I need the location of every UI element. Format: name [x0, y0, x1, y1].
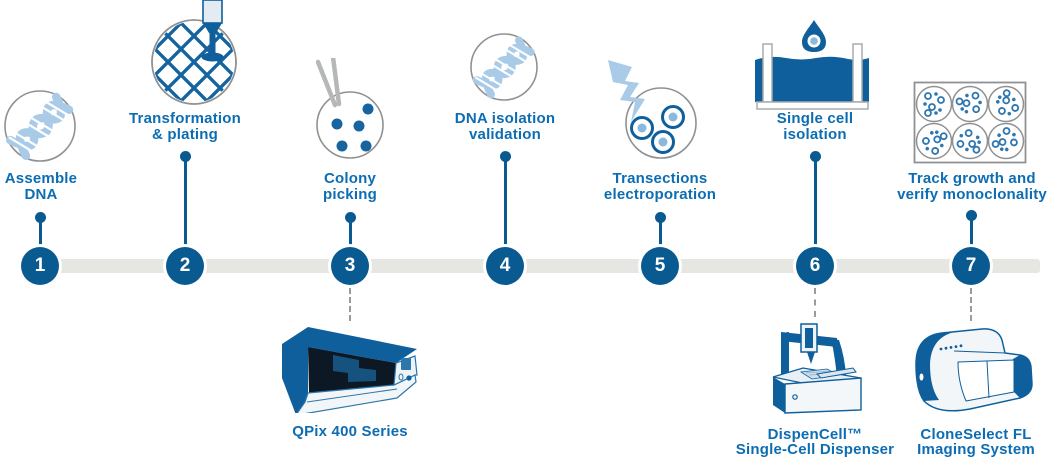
- stem-dot: [34, 212, 46, 223]
- petri-dish-plating-icon: [151, 0, 237, 105]
- stem-dot: [654, 212, 666, 223]
- step-number-badge: 6: [796, 247, 834, 285]
- step-number-badge: 7: [952, 247, 990, 285]
- stem-dot: [965, 210, 977, 221]
- step-label: Colony picking: [323, 170, 377, 203]
- step-label: Transections electroporation: [603, 170, 717, 203]
- step-number-badge: 1: [21, 247, 59, 285]
- step-number-badge: 4: [486, 247, 524, 285]
- stem-line: [348, 218, 352, 266]
- timeline-bar: [40, 259, 1040, 273]
- stem-line: [503, 157, 507, 266]
- dna-helix-icon: [2, 88, 78, 164]
- step-number-badge: 5: [641, 247, 679, 285]
- step-label: Track growth and verify monoclonality: [897, 170, 1047, 203]
- stem-dot: [499, 151, 511, 162]
- qpix-label: QPix 400 Series: [292, 423, 408, 440]
- stem-dot: [809, 151, 821, 162]
- cloneselect-label: CloneSelect FL Imaging System: [917, 426, 1035, 458]
- stem-line: [183, 157, 187, 266]
- dna-helix-icon: [469, 32, 539, 102]
- colony-picking-icon: [315, 58, 384, 159]
- step-label: DNA isolation validation: [454, 110, 556, 143]
- dashed-connector-dispencell: [814, 288, 816, 317]
- stem-dot: [344, 212, 356, 223]
- stem-line: [813, 157, 817, 266]
- step-number-badge: 3: [331, 247, 369, 285]
- dispencell-instrument-image: [772, 323, 862, 414]
- step-label: Single cell isolation: [776, 110, 854, 143]
- stem-line: [658, 218, 662, 266]
- step-label: Assemble DNA: [4, 170, 78, 203]
- electroporation-icon: [608, 60, 697, 159]
- step-number-badge: 2: [166, 247, 204, 285]
- dashed-connector-cloneselect: [970, 288, 972, 321]
- multiwell-plate-icon: [913, 81, 1027, 164]
- stem-dot: [179, 151, 191, 162]
- single-cell-droplet-icon: [755, 20, 869, 110]
- qpix-instrument-image: [282, 327, 418, 413]
- stem-line: [969, 216, 973, 266]
- dispencell-label: DispenCell™ Single-Cell Dispenser: [735, 426, 895, 458]
- dashed-connector-qpix: [349, 288, 351, 321]
- step-label: Transformation & plating: [129, 110, 241, 143]
- stem-line: [38, 218, 42, 266]
- cloneselect-instrument-image: [915, 328, 1033, 412]
